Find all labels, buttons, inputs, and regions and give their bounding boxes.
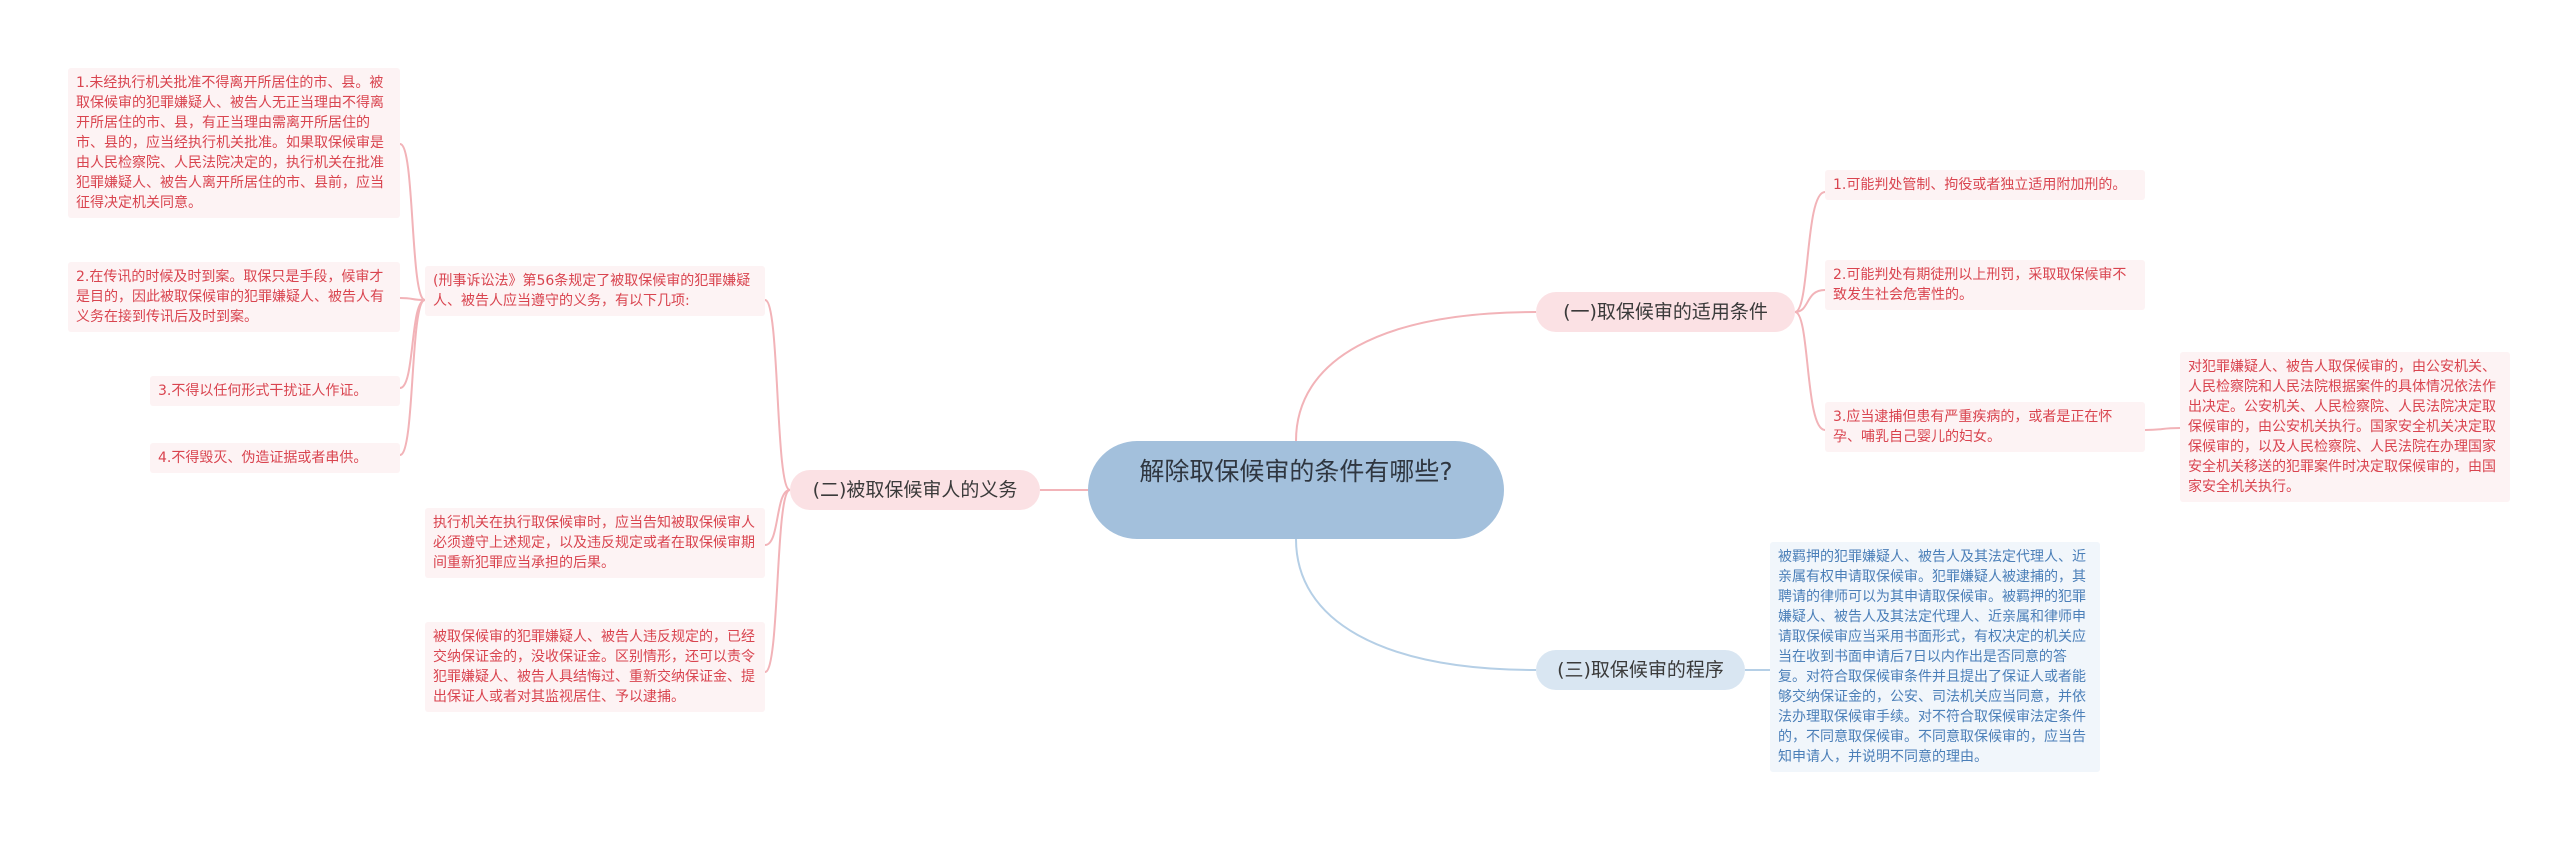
branch-obligations-label: (二)被取保候审人的义务: [812, 479, 1018, 501]
obligations-intro[interactable]: (刑事诉讼法》第56条规定了被取保候审的犯罪嫌疑人、被告人应当遵守的义务，有以下…: [425, 266, 765, 316]
branch-applicable-conditions[interactable]: (一)取保候审的适用条件: [1536, 292, 1795, 332]
procedure-text[interactable]: 被羁押的犯罪嫌疑人、被告人及其法定代理人、近亲属有权申请取保候审。犯罪嫌疑人被逮…: [1770, 542, 2100, 772]
obligation-item-1[interactable]: 1.未经执行机关批准不得离开所居住的市、县。被取保候审的犯罪嫌疑人、被告人无正当…: [68, 68, 400, 218]
applicable-item-3[interactable]: 3.应当逮捕但患有严重疾病的，或者是正在怀孕、哺乳自己婴儿的妇女。: [1825, 402, 2145, 452]
link-obligations-note2: [764, 489, 791, 673]
link-obligations-note1: [764, 489, 791, 546]
link-root-procedure: [1295, 538, 1537, 671]
applicable-item-2[interactable]: 2.可能判处有期徒刑以上刑罚，采取取保候审不致发生社会危害性的。: [1825, 260, 2145, 310]
obligations-note-violations[interactable]: 被取保候审的犯罪嫌疑人、被告人违反规定的，已经交纳保证金的，没收保证金。区别情形…: [425, 622, 765, 712]
branch-applicable-label: (一)取保候审的适用条件: [1563, 301, 1768, 323]
link-applicable-item2: [1794, 289, 1826, 313]
root-topic[interactable]: 解除取保候审的条件有哪些?: [1088, 441, 1504, 539]
root-topic-label: 解除取保候审的条件有哪些?: [1139, 457, 1453, 486]
link-intro-item1: [399, 143, 426, 301]
link-intro-item4: [399, 299, 426, 456]
obligation-item-4[interactable]: 4.不得毁灭、伪造证据或者串供。: [150, 443, 400, 473]
link-applicable-item1: [1794, 191, 1826, 313]
branch-procedure-label: (三)取保候审的程序: [1557, 659, 1724, 681]
obligations-note-consequences[interactable]: 执行机关在执行取保候审时，应当告知被取保候审人必须遵守上述规定，以及违反规定或者…: [425, 508, 765, 578]
obligation-item-2[interactable]: 2.在传讯的时候及时到案。取保只是手段，候审才是目的，因此被取保候审的犯罪嫌疑人…: [68, 262, 400, 332]
link-applicable-item3: [1794, 311, 1826, 431]
link-intro-item2: [399, 297, 426, 301]
link-item3-subnote: [2144, 427, 2181, 431]
link-root-applicable: [1295, 311, 1537, 442]
applicable-item-1[interactable]: 1.可能判处管制、拘役或者独立适用附加刑的。: [1825, 170, 2145, 200]
branch-procedure[interactable]: (三)取保候审的程序: [1536, 650, 1745, 690]
branch-obligations[interactable]: (二)被取保候审人的义务: [790, 470, 1040, 510]
applicable-execution-note[interactable]: 对犯罪嫌疑人、被告人取保候审的，由公安机关、人民检察院和人民法院根据案件的具体情…: [2180, 352, 2510, 502]
link-obligations-intro: [764, 299, 791, 491]
obligation-item-3[interactable]: 3.不得以任何形式干扰证人作证。: [150, 376, 400, 406]
